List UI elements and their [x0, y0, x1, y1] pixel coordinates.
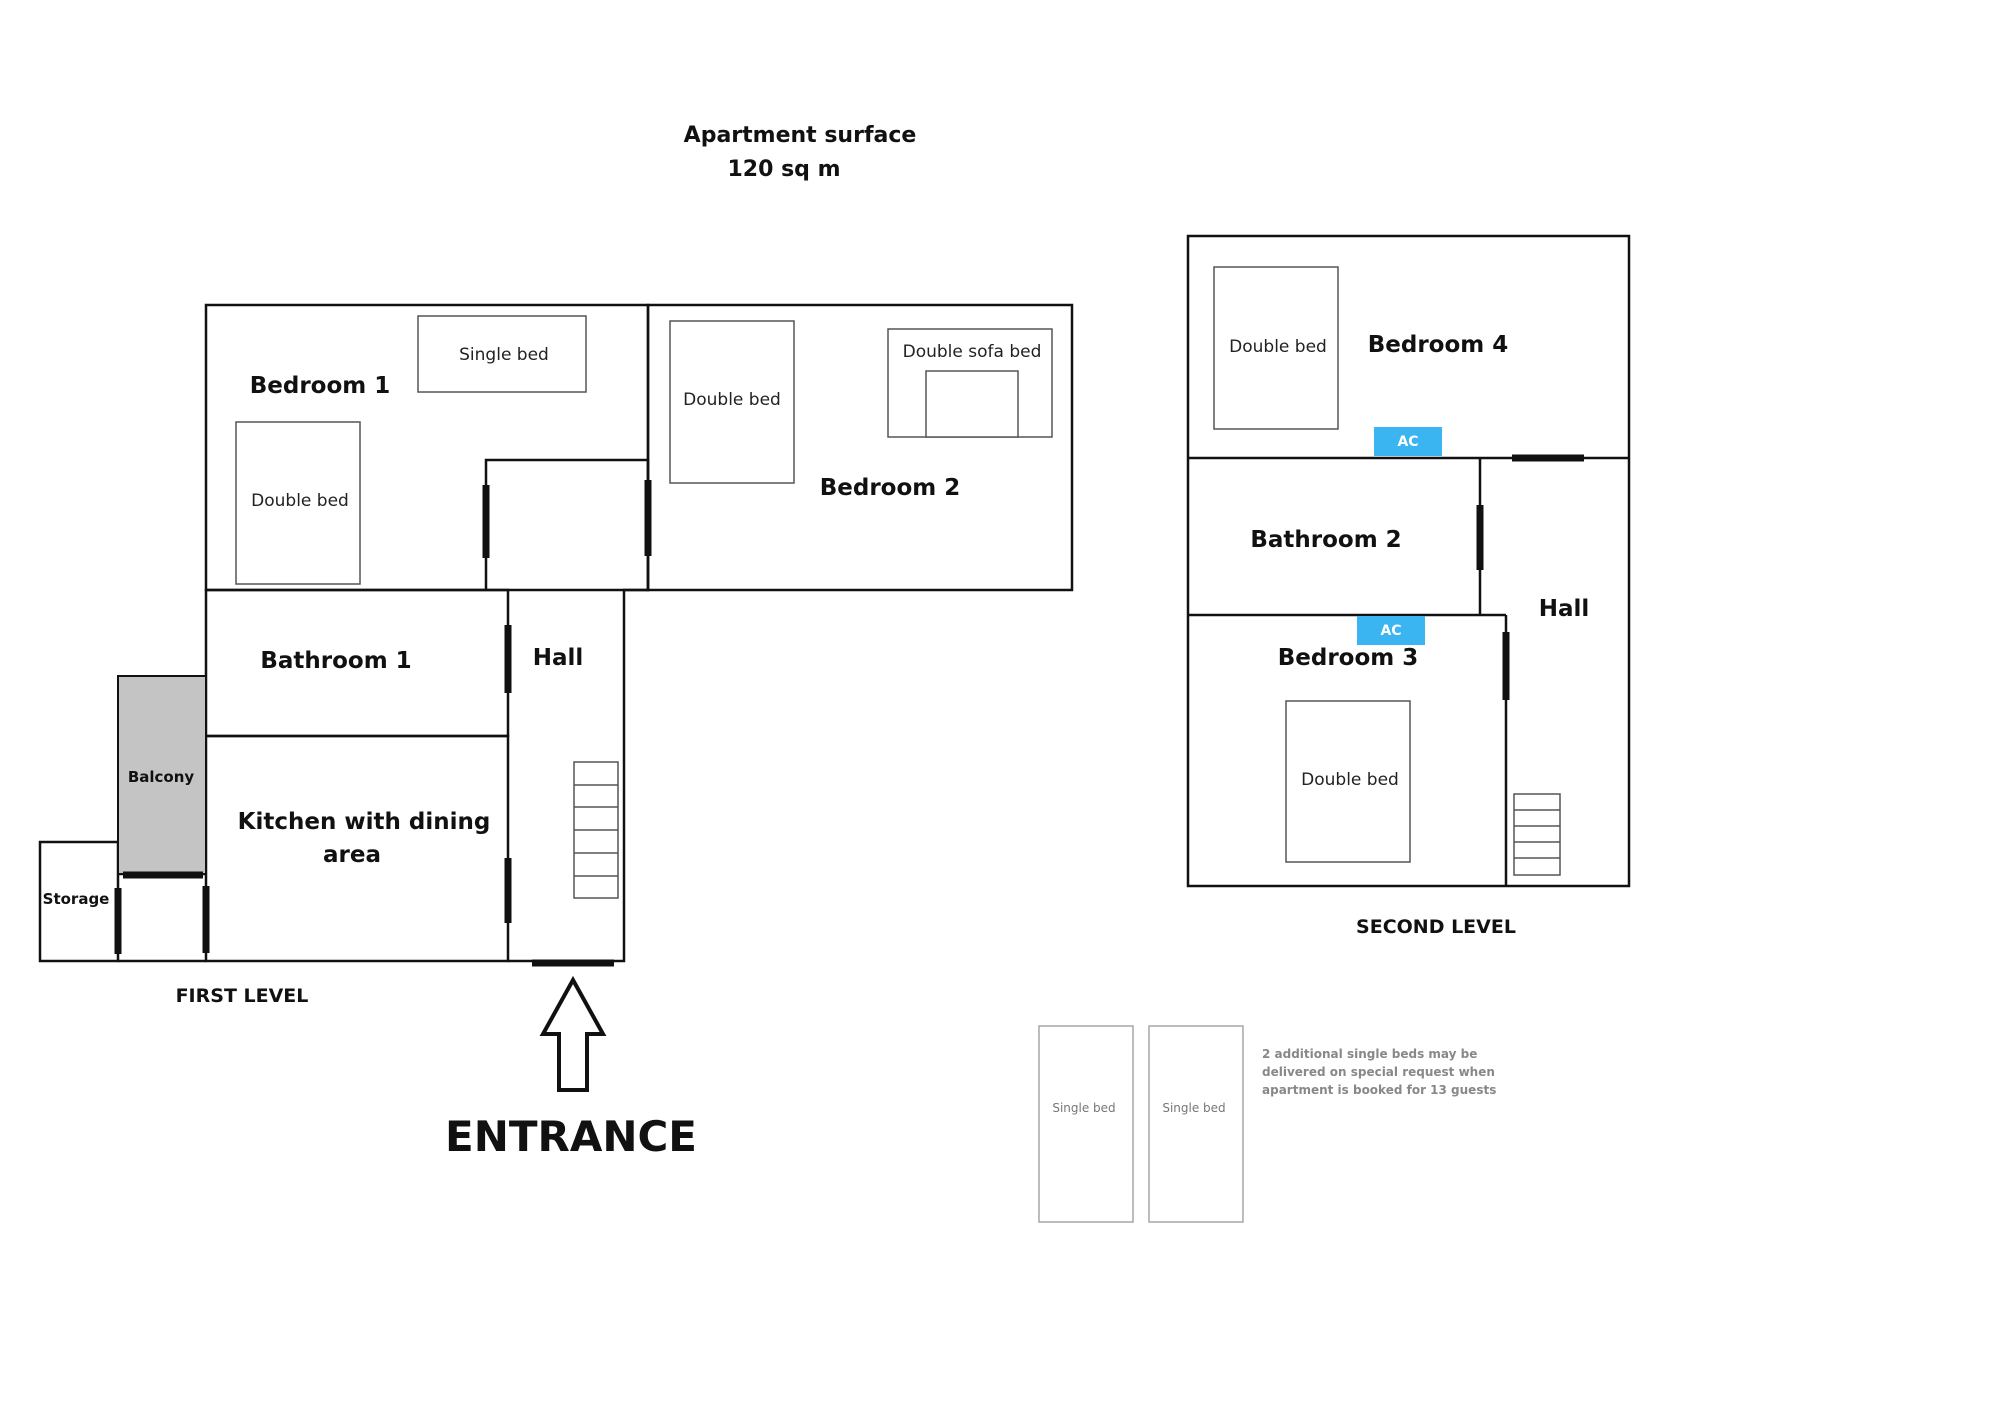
extra-beds-note-line3: apartment is booked for 13 guests: [1262, 1083, 1496, 1097]
kitchen-label-line1: Kitchen with dining: [238, 809, 491, 835]
bedroom2-label: Bedroom 2: [820, 475, 961, 501]
balcony-label: Balcony: [128, 768, 195, 786]
extra-single-bed-2: [1148, 1025, 1244, 1223]
kitchen-label-line2: area: [323, 842, 381, 868]
double-bed-bedroom1-label: Double bed: [251, 491, 349, 511]
bedroom4-label: Bedroom 4: [1368, 332, 1509, 358]
stairs-first-level: [573, 761, 619, 899]
entrance-label: ENTRANCE: [445, 1112, 697, 1161]
ac-unit-bedroom3: [1357, 616, 1425, 645]
sofa-bed-label: Double sofa bed: [903, 342, 1042, 362]
stairs-second-level: [1513, 793, 1561, 876]
second-level-label: SECOND LEVEL: [1356, 916, 1516, 938]
ac-bedroom3-label: AC: [1380, 623, 1401, 639]
extra-beds-note-line2: delivered on special request when: [1262, 1065, 1495, 1079]
plan-title-line2: 120 sq m: [727, 157, 840, 182]
storage-label: Storage: [43, 890, 110, 908]
double-bed-bedroom4: [1213, 266, 1339, 430]
bedroom3-label: Bedroom 3: [1278, 645, 1419, 671]
double-bed-bedroom4-label: Double bed: [1229, 337, 1327, 357]
double-bed-bedroom3-label: Double bed: [1301, 770, 1399, 790]
ac-unit-bedroom4: [1374, 427, 1442, 456]
first-level-label: FIRST LEVEL: [176, 985, 309, 1007]
second-level-outline: [1186, 234, 1631, 888]
second-level-doors: [1476, 454, 1584, 700]
double-bed-bedroom3: [1285, 700, 1411, 863]
double-bed-bedroom2-label: Double bed: [683, 390, 781, 410]
extra-bed-2-label: Single bed: [1162, 1101, 1225, 1115]
first-level-doors: [114, 480, 652, 967]
extra-bed-1-label: Single bed: [1052, 1101, 1115, 1115]
double-bed-bedroom2: [669, 320, 795, 484]
extra-single-bed-1: [1038, 1025, 1134, 1223]
single-bed-bedroom1: [417, 315, 587, 393]
bathroom1-label: Bathroom 1: [260, 648, 411, 674]
bedroom1-label: Bedroom 1: [250, 373, 391, 399]
single-bed-label: Single bed: [459, 345, 549, 365]
ac-bedroom4-label: AC: [1397, 434, 1418, 450]
hall-second-level-label: Hall: [1539, 596, 1590, 622]
hall-walls: [484, 458, 650, 963]
plan-title-line1: Apartment surface: [684, 123, 917, 148]
double-bed-bedroom1: [235, 421, 361, 585]
extra-beds-note-line1: 2 additional single beds may be: [1262, 1047, 1477, 1061]
bedroom2-room: [646, 303, 1074, 592]
sofa-bed-seat: [925, 370, 1019, 438]
bathroom2-label: Bathroom 2: [1250, 527, 1401, 553]
hall-first-level-label: Hall: [533, 645, 584, 671]
entrance-arrow-icon: [539, 975, 607, 1092]
